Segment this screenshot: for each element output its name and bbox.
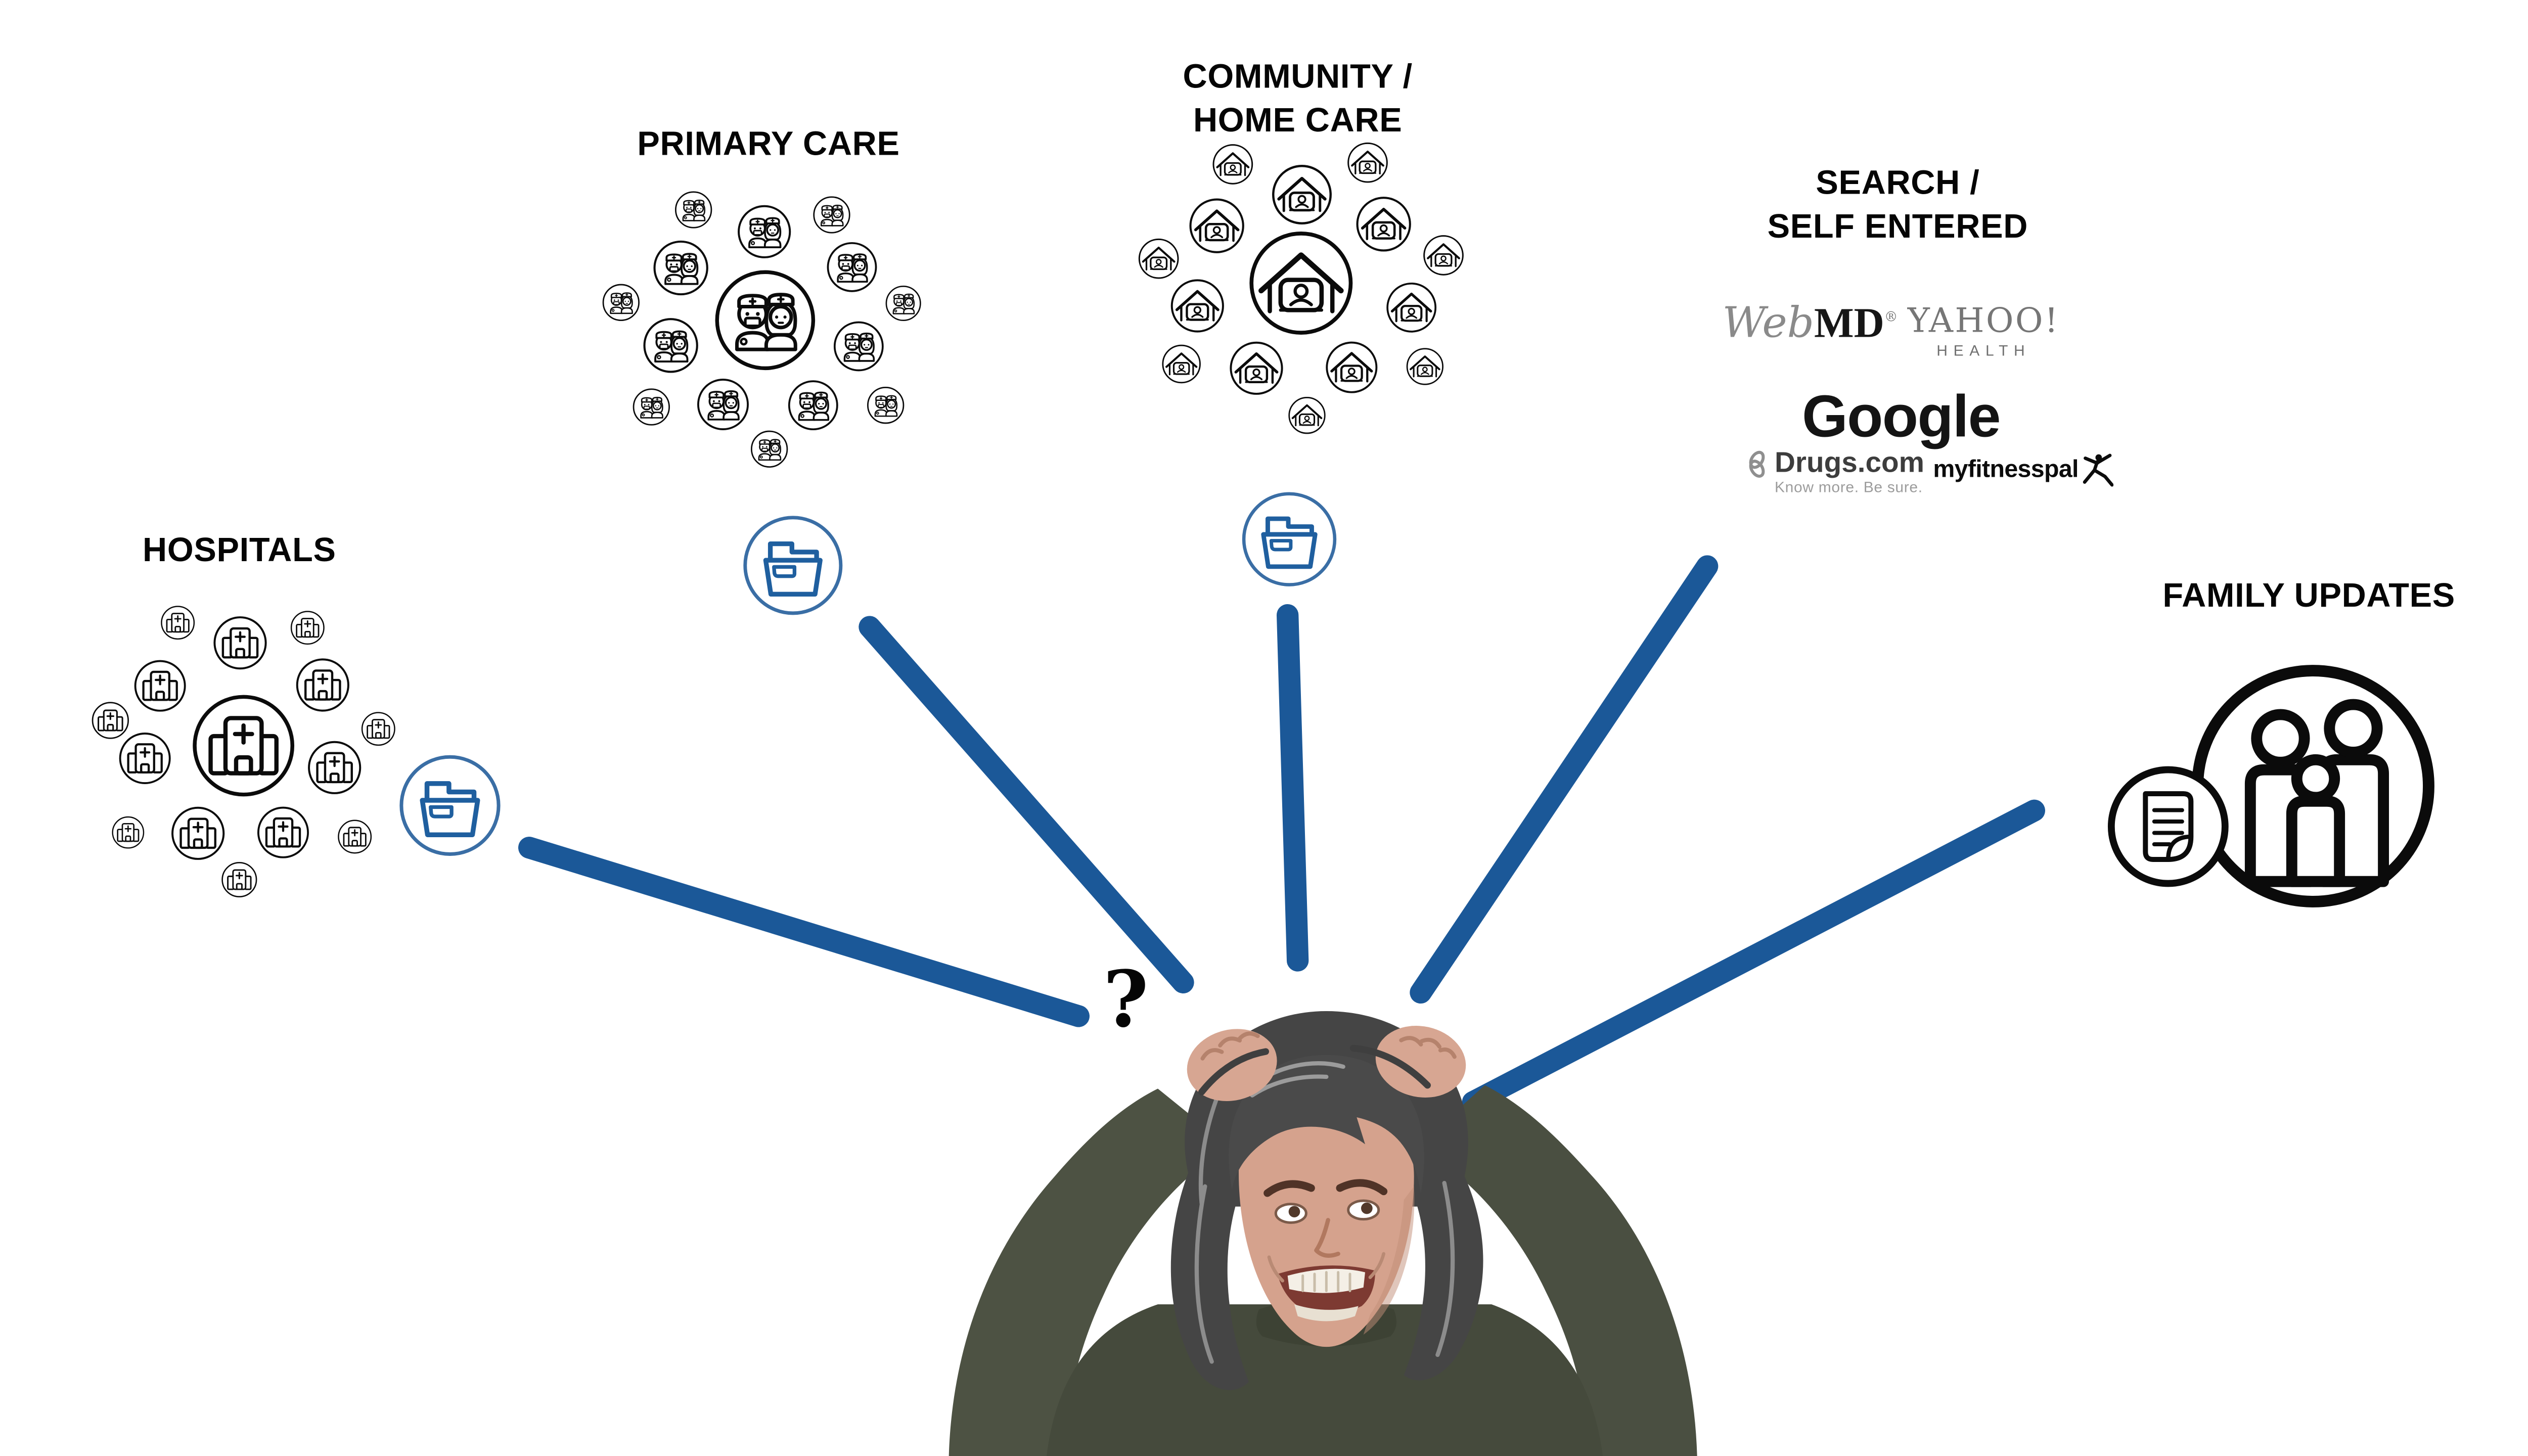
- primary-care-satellite-icon: [673, 190, 712, 229]
- community-satellite-icon: [1325, 340, 1379, 394]
- data-folder-icon: [741, 513, 843, 616]
- primary-care-satellite-icon: [811, 195, 850, 234]
- hospitals-satellite-icon: [111, 815, 145, 849]
- webmd-logo: WebMD®: [1722, 298, 1898, 349]
- yahoo-logo-text: YAHOO!: [1907, 300, 2060, 341]
- primary-care-satellite-icon: [786, 378, 838, 430]
- connector-line: [1410, 555, 1719, 1004]
- community-title-line2: HOME CARE: [1193, 103, 1403, 141]
- community-satellite-icon: [1346, 141, 1388, 183]
- community-satellite-icon: [1169, 277, 1225, 333]
- webmd-logo-md: MD: [1814, 301, 1884, 347]
- hospitals-satellite-icon: [336, 818, 372, 853]
- primary-care-center-icon: [713, 268, 818, 373]
- google-logo: Google: [1802, 384, 2001, 450]
- hospitals-satellite-icon: [118, 732, 172, 786]
- hospitals-satellite-icon: [294, 656, 350, 712]
- primary-care-satellite-icon: [631, 387, 670, 426]
- myfitnesspal-logo: myfitnesspal: [1933, 453, 2114, 488]
- hospitals-satellite-icon: [169, 805, 225, 860]
- frustrated-woman-image: [949, 1011, 1697, 1456]
- search-title: SEARCH / SELF ENTERED: [1768, 162, 2028, 251]
- community-satellite-icon: [1137, 237, 1179, 279]
- community-satellite-icon: [1188, 197, 1245, 254]
- primary-care-satellite-icon: [652, 239, 709, 296]
- yahoo-health-text: HEALTH: [1936, 342, 2031, 359]
- connector-line: [859, 616, 1194, 993]
- hospitals-satellite-icon: [211, 614, 267, 670]
- myfitnesspal-figure-icon: [2083, 453, 2114, 487]
- hospitals-satellite-icon: [360, 710, 395, 746]
- hospitals-satellite-icon: [256, 805, 310, 859]
- community-satellite-icon: [1211, 143, 1253, 185]
- search-title-line1: SEARCH /: [1816, 165, 1980, 202]
- drugs-com-name: Drugs.com: [1774, 446, 1924, 479]
- primary-care-satellite-icon: [885, 285, 922, 322]
- community-satellite-icon: [1287, 395, 1326, 434]
- community-satellite-icon: [1228, 340, 1283, 395]
- data-folder-icon: [1240, 490, 1338, 588]
- community-satellite-icon: [1405, 346, 1443, 385]
- connector-line: [1276, 604, 1309, 972]
- primary-care-satellite-icon: [832, 320, 884, 372]
- primary-care-satellite-icon: [749, 429, 788, 468]
- primary-care-satellite-icon: [825, 240, 877, 292]
- community-satellite-icon: [1161, 344, 1202, 384]
- drugs-com-logo: Drugs.com Know more. Be sure.: [1744, 448, 1924, 495]
- family-document-icon: [2104, 762, 2231, 889]
- drugs-com-tagline: Know more. Be sure.: [1774, 478, 1923, 495]
- search-title-line2: SELF ENTERED: [1767, 209, 2028, 247]
- hospitals-satellite-icon: [289, 609, 325, 645]
- primary-care-title: PRIMARY CARE: [637, 126, 900, 164]
- family-updates-title: FAMILY UPDATES: [2162, 578, 2455, 615]
- connector-line: [518, 836, 1090, 1027]
- community-center-icon: [1247, 229, 1355, 337]
- primary-care-satellite-icon: [642, 317, 699, 374]
- community-title-line1: COMMUNITY /: [1183, 59, 1413, 96]
- hospitals-center-icon: [190, 692, 296, 798]
- hospitals-title: HOSPITALS: [143, 532, 336, 570]
- right-hand: [1375, 1026, 1466, 1098]
- primary-care-satellite-icon: [696, 378, 750, 432]
- hospitals-satellite-icon: [221, 861, 258, 898]
- myfitnesspal-text: myfitnesspal: [1933, 457, 2079, 484]
- community-satellite-icon: [1270, 163, 1332, 225]
- hospitals-satellite-icon: [159, 604, 195, 640]
- drugs-com-mark-icon: [1749, 450, 1765, 478]
- connector-line: [1462, 799, 2045, 1113]
- community-satellite-icon: [1384, 281, 1436, 333]
- primary-care-satellite-icon: [866, 385, 905, 424]
- question-mark: ?: [1103, 953, 1149, 1045]
- primary-care-satellite-icon: [601, 282, 640, 321]
- community-title: COMMUNITY / HOME CARE: [1183, 56, 1413, 145]
- webmd-logo-web: Web: [1722, 298, 1815, 347]
- community-satellite-icon: [1355, 196, 1412, 253]
- yahoo-health-logo: YAHOO! HEALTH: [1908, 300, 2060, 359]
- community-satellite-icon: [1422, 234, 1464, 276]
- hospitals-satellite-icon: [306, 739, 362, 795]
- hospitals-satellite-icon: [133, 659, 187, 713]
- webmd-logo-reg: ®: [1884, 309, 1898, 325]
- data-folder-icon: [398, 753, 503, 858]
- primary-care-satellite-icon: [736, 203, 791, 259]
